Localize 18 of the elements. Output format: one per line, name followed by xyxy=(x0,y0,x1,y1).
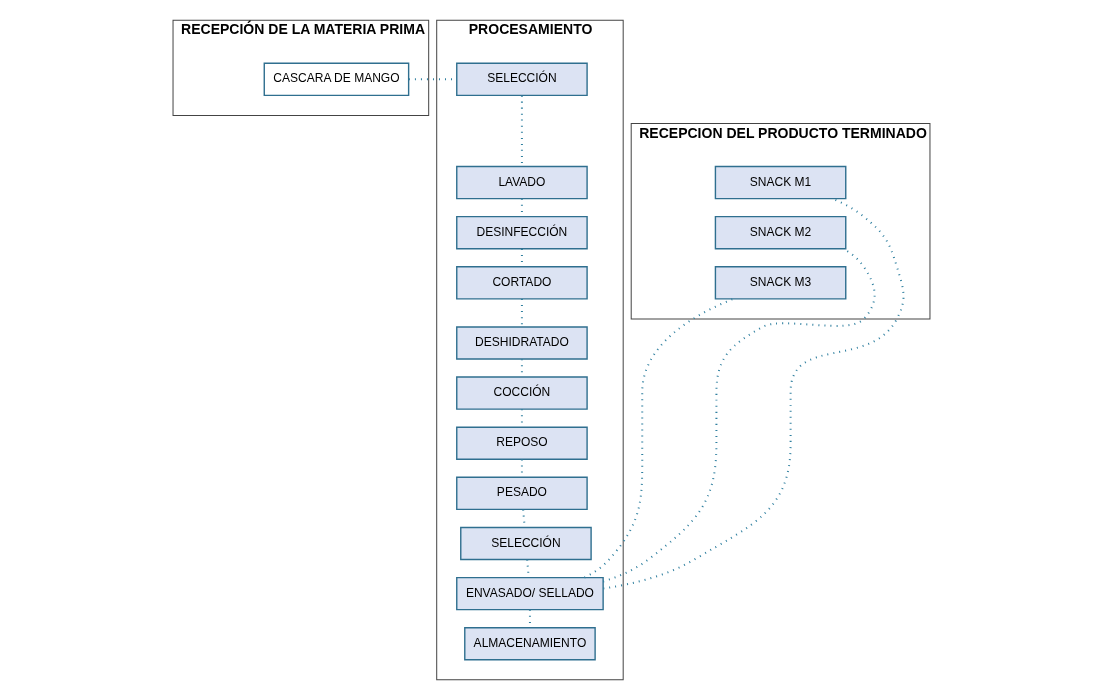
node-box: LAVADO xyxy=(456,165,588,200)
node-box: DESHIDRATADO xyxy=(456,326,588,360)
node-box: REPOSO xyxy=(456,426,588,460)
connector xyxy=(602,248,876,583)
node-box: SNACK M1 xyxy=(714,165,847,200)
node-box: SNACK M3 xyxy=(714,266,847,300)
node-box: SELECCIÓN xyxy=(460,526,592,561)
node-box: COCCIÓN xyxy=(456,376,588,410)
node-box: DESINFECCIÓN xyxy=(456,215,588,250)
connector xyxy=(603,197,905,590)
node-box: ALMACENAMIENTO xyxy=(464,627,596,661)
node-box: ENVASADO/ SELLADO xyxy=(456,576,604,611)
connector xyxy=(584,298,734,579)
node-box: CORTADO xyxy=(456,266,588,300)
node-box: SELECCIÓN xyxy=(456,62,588,97)
node-box: SNACK M2 xyxy=(714,215,847,250)
node-box: CASCARA DE MANGO xyxy=(263,62,410,97)
node-box: PESADO xyxy=(456,476,588,511)
